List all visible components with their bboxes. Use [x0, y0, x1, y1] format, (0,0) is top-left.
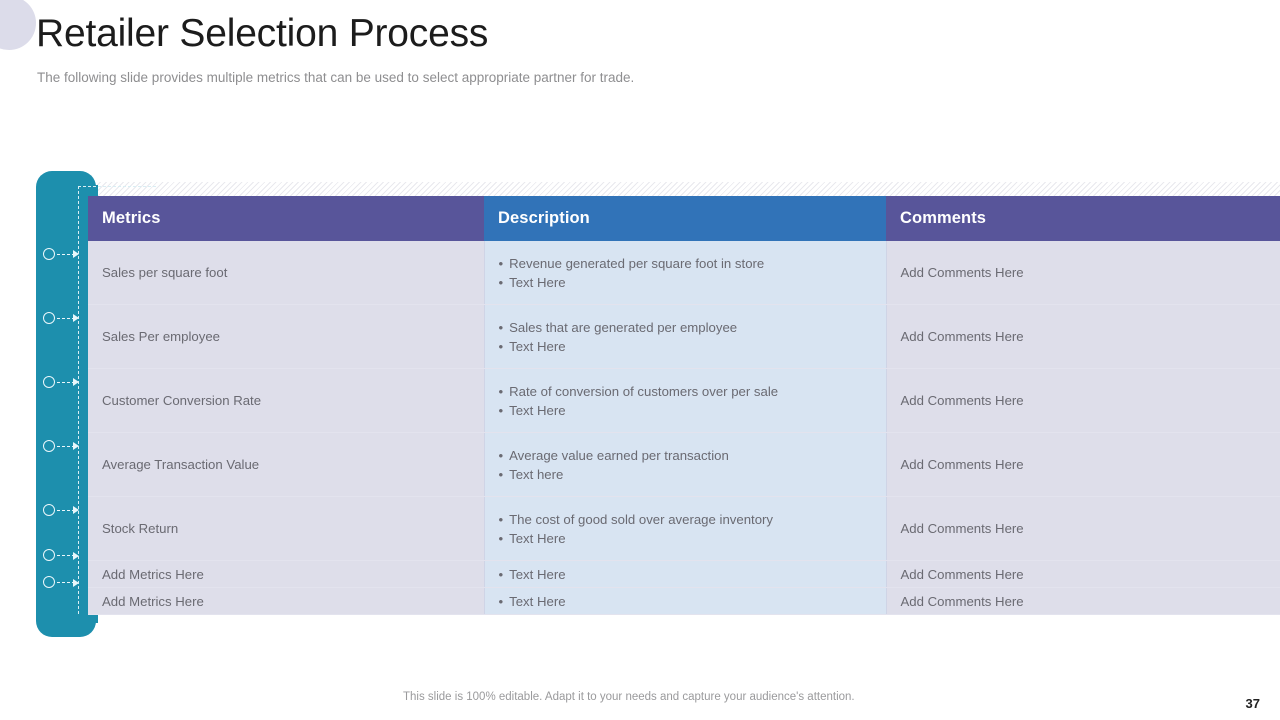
marker-arrowhead	[73, 578, 79, 587]
description-bullet: Text Here	[499, 273, 872, 292]
cell-metric[interactable]: Stock Return	[88, 496, 484, 561]
circle-arrow-icon	[43, 375, 81, 390]
page-subtitle: The following slide provides multiple me…	[37, 70, 635, 85]
comments-text: Add Comments Here	[900, 265, 1024, 280]
description-bullet-list: Text Here	[499, 565, 872, 584]
cell-metric[interactable]: Customer Conversion Rate	[88, 368, 484, 433]
rail-dashed-line	[78, 186, 79, 614]
marker-stem	[57, 317, 75, 319]
cell-metric[interactable]: Add Metrics Here	[88, 560, 484, 588]
marker-arrowhead	[73, 551, 79, 560]
table-row[interactable]: Sales Per employee Sales that are generat…	[88, 304, 1280, 369]
table-row[interactable]: Sales per square foot Revenue generated p…	[88, 241, 1280, 305]
marker-ring	[43, 439, 55, 452]
metrics-table-container: Metrics Description Comments Sales per s…	[88, 196, 1280, 615]
marker-arrowhead	[73, 250, 79, 259]
description-bullet: Sales that are generated per employee	[499, 318, 872, 337]
description-bullet: Text Here	[499, 529, 872, 548]
table-row[interactable]: Stock Return The cost of good sold over a…	[88, 496, 1280, 561]
description-bullet: Text here	[499, 465, 872, 484]
description-bullet-list: The cost of good sold over average inven…	[499, 510, 872, 548]
cell-comments[interactable]: Add Comments Here	[886, 241, 1280, 305]
column-header-comments[interactable]: Comments	[886, 196, 1280, 241]
description-bullet: Revenue generated per square foot in sto…	[499, 254, 872, 273]
page-title: Retailer Selection Process	[36, 12, 489, 55]
cell-description[interactable]: Text Here	[483, 587, 887, 615]
cell-comments[interactable]: Add Comments Here	[886, 560, 1280, 588]
table-header-row: Metrics Description Comments	[88, 196, 1280, 241]
marker-arrowhead	[73, 314, 79, 322]
table-row[interactable]: Customer Conversion Rate Rate of conversi…	[88, 368, 1280, 433]
column-header-metrics[interactable]: Metrics	[88, 196, 484, 241]
decorative-circle	[0, 0, 36, 50]
marker-ring	[43, 375, 55, 388]
description-bullet: Text Here	[499, 401, 872, 420]
marker-stem	[57, 509, 75, 511]
cell-description[interactable]: Rate of conversion of customers over per…	[483, 368, 887, 433]
table-row[interactable]: Average Transaction Value Average value e…	[88, 432, 1280, 497]
description-bullet-list: Text Here	[499, 592, 872, 611]
marker-stem	[57, 381, 75, 383]
cell-metric[interactable]: Average Transaction Value	[88, 432, 484, 497]
circle-arrow-icon	[43, 247, 81, 262]
circle-arrow-icon	[43, 576, 81, 590]
cell-comments[interactable]: Add Comments Here	[886, 587, 1280, 615]
marker-ring	[43, 576, 55, 588]
marker-arrowhead	[73, 442, 79, 450]
comments-text: Add Comments Here	[900, 593, 1024, 609]
cell-comments[interactable]: Add Comments Here	[886, 432, 1280, 497]
cell-metric[interactable]: Sales per square foot	[88, 241, 484, 305]
footer-note: This slide is 100% editable. Adapt it to…	[403, 691, 855, 703]
description-bullet: Text Here	[499, 592, 872, 611]
circle-arrow-icon	[43, 549, 81, 563]
cell-description[interactable]: Text Here	[483, 560, 887, 588]
cell-comments[interactable]: Add Comments Here	[886, 368, 1280, 433]
table-row[interactable]: Add Metrics Here Text Here Add Comments He…	[88, 560, 1280, 588]
comments-text: Add Comments Here	[900, 329, 1024, 344]
marker-ring	[43, 503, 55, 516]
circle-arrow-icon	[43, 311, 81, 326]
marker-arrowhead	[73, 506, 79, 514]
description-bullet: Text Here	[499, 337, 872, 356]
cell-comments[interactable]: Add Comments Here	[886, 496, 1280, 561]
marker-arrowhead	[73, 378, 79, 386]
comments-text: Add Comments Here	[900, 566, 1024, 582]
cell-description[interactable]: Average value earned per transactionText…	[483, 432, 887, 497]
page-number: 37	[1245, 696, 1260, 711]
comments-text: Add Comments Here	[900, 393, 1024, 408]
cell-description[interactable]: Sales that are generated per employeeTex…	[483, 304, 887, 369]
description-bullet-list: Sales that are generated per employeeTex…	[499, 318, 872, 356]
rail-dashed-line-top	[78, 186, 156, 187]
circle-arrow-icon	[43, 439, 81, 454]
hatched-band-decoration	[88, 182, 1280, 197]
cell-metric[interactable]: Add Metrics Here	[88, 587, 484, 615]
marker-ring	[43, 247, 55, 260]
comments-text: Add Comments Here	[900, 457, 1024, 472]
marker-stem	[57, 555, 75, 556]
cell-metric[interactable]: Sales Per employee	[88, 304, 484, 369]
marker-stem	[57, 253, 75, 255]
comments-text: Add Comments Here	[900, 521, 1024, 536]
table-body: Sales per square foot Revenue generated p…	[88, 241, 1280, 615]
cell-description[interactable]: Revenue generated per square foot in sto…	[483, 241, 887, 305]
description-bullet: Rate of conversion of customers over per…	[499, 382, 872, 401]
marker-stem	[57, 582, 75, 583]
cell-description[interactable]: The cost of good sold over average inven…	[483, 496, 887, 561]
table-header: Metrics Description Comments	[88, 196, 1280, 241]
description-bullet: The cost of good sold over average inven…	[499, 510, 872, 529]
marker-stem	[57, 445, 75, 447]
description-bullet: Average value earned per transaction	[499, 446, 872, 465]
description-bullet-list: Revenue generated per square foot in sto…	[499, 254, 872, 292]
metrics-table: Metrics Description Comments Sales per s…	[88, 196, 1280, 615]
marker-ring	[43, 549, 55, 561]
description-bullet-list: Rate of conversion of customers over per…	[499, 382, 872, 420]
column-header-description[interactable]: Description	[484, 196, 886, 241]
circle-arrow-icon	[43, 503, 81, 518]
table-row[interactable]: Add Metrics Here Text Here Add Comments He…	[88, 587, 1280, 615]
description-bullet-list: Average value earned per transactionText…	[499, 446, 872, 484]
description-bullet: Text Here	[499, 565, 872, 584]
marker-ring	[43, 311, 55, 324]
cell-comments[interactable]: Add Comments Here	[886, 304, 1280, 369]
